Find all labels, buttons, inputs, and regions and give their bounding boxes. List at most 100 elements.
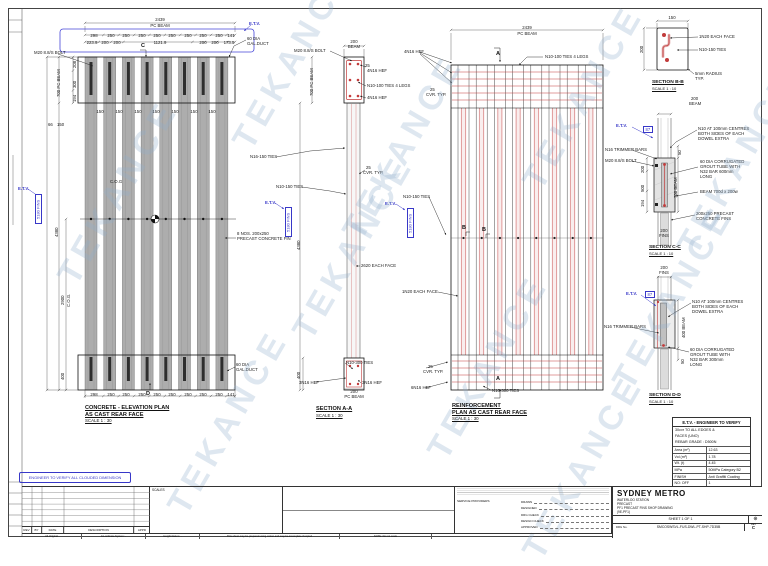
annotation-label: 4N16 HEF <box>367 68 388 73</box>
annotation-label: BEAM <box>347 44 361 49</box>
annotation-label: M20 8.8/S BOLT <box>605 158 637 163</box>
annotation-label: 223.9 <box>86 40 98 45</box>
annotation-label: BEAM 700d x 200w <box>700 189 738 194</box>
view-title: REINFORCEMENT <box>452 403 501 409</box>
annotation-label: M20 8.8/S BOLT <box>294 48 326 53</box>
etv-note-cover-1: 30cvr TO ALL EDGES & <box>675 428 715 432</box>
annotation-label: E.T.V. <box>626 291 638 296</box>
etv-key: NO: OFF <box>673 480 707 487</box>
annotation-label: TEKANCE <box>420 268 557 466</box>
section-b-title: SECTION B-B SCALE 1 : 10 <box>652 80 684 91</box>
annotation-label: 250 <box>215 33 223 38</box>
annotation-label: 4N16 HEF <box>367 95 388 100</box>
annotation-label: 50 <box>680 359 685 364</box>
cog-line <box>80 214 236 224</box>
view-title: SECTION D-D <box>649 393 681 398</box>
project-line-4: (9E-PF1) <box>617 510 630 515</box>
annotation-label: N10-100 TIES 4 LEGS <box>545 54 589 59</box>
revision-cell: REV C <box>744 522 762 531</box>
annotation-label: 5180 FINS <box>35 194 42 224</box>
annotation-label: 250 <box>184 33 192 38</box>
annotation-label: 200 <box>199 40 207 45</box>
annotation-label: 25 <box>365 63 370 68</box>
signature-line <box>539 525 609 529</box>
annotation-label: 200x250 PRECAST <box>696 211 734 216</box>
annotation-label: 250 <box>153 392 161 397</box>
revision-table: REV BY DATE DESCRIPTION APPD <box>22 487 150 533</box>
annotation-label: GROUT TUBE WITH <box>700 164 741 169</box>
project-line-1: WATERLOO STATION <box>617 497 650 502</box>
bottom-strip: A3 Original Co-ordinate System: - Height… <box>22 533 612 539</box>
reinforcement-title: REINFORCEMENT PLAN AS CAST REAR FACE SCA… <box>452 403 527 423</box>
annotation-label: 250 <box>122 33 130 38</box>
annotation-label: 250 <box>199 33 207 38</box>
annotation-label: 3N16 HEF <box>299 380 320 385</box>
annotation-label: 141 <box>227 392 235 397</box>
view-scale: SCALE 1 : 10 <box>649 250 674 256</box>
rev-label: REV <box>751 522 756 526</box>
annotation-label: 2439 <box>522 25 532 30</box>
section-a-title: SECTION A-A SCALE 1 : 30 <box>316 406 352 419</box>
clouded-dimension-box <box>59 28 255 53</box>
etv-key: Wt. (t) <box>673 460 707 467</box>
annotation-label: PC BEAM <box>344 394 364 399</box>
signature-line <box>541 513 609 517</box>
annotation-label: 87 <box>643 126 653 134</box>
annotation-label: 700 PC BEAM <box>56 69 61 97</box>
annotation-label: 194 <box>640 199 645 207</box>
view-title: SECTION C-C <box>649 245 681 250</box>
signature-label: DESIGNED <box>521 506 537 511</box>
signature-rows: DRAWN DESIGNED DRG CHECK DESIGN CHECK AP… <box>521 498 609 531</box>
annotation-label: 4N16 HEF <box>404 49 425 54</box>
etv-row: Area (m²) 12.63 <box>673 446 750 454</box>
annotation-label: 250 <box>138 33 146 38</box>
sheet-border <box>8 8 762 537</box>
title-block: REV BY DATE DESCRIPTION APPD SCALES SERV… <box>22 486 762 539</box>
elevation-view <box>27 21 255 398</box>
appd-col: APPD <box>137 528 147 532</box>
scales-box: SCALES <box>150 487 283 533</box>
view-scale: SCALE 1 : 10 <box>649 398 674 404</box>
annotation-label: N16 TRIMMER BARS <box>604 324 646 329</box>
annotation-label: DOWEL EXTRA <box>692 309 724 314</box>
strip-cell: NOTE: Do not scale <box>340 534 432 539</box>
annotation-label: N10-150 TIES <box>403 194 431 199</box>
annotation-label: C.O.G. <box>66 293 71 307</box>
project-block: SYDNEY METRO WATERLOO STATION PRECAST PF… <box>612 487 762 538</box>
drg-no-label: DRG No. <box>616 525 628 530</box>
annotation-label: FINS <box>659 270 669 275</box>
annotation-label: 208 <box>72 60 77 68</box>
view-scale: SCALE 1 : 30 <box>85 418 112 424</box>
etv-note-cover-2: FACES (UNO) <box>675 433 699 438</box>
annotation-label: 60 DIA CORRUGATED <box>700 159 745 164</box>
annotation-label: 141 <box>227 33 235 38</box>
view-title: SECTION A-A <box>316 406 353 412</box>
annotation-label: 4380 <box>296 240 301 250</box>
etv-note-rebar: REBAR GRADE : D500N <box>675 439 717 444</box>
annotation-label: 300 <box>72 80 77 88</box>
annotation-label: LONG <box>690 362 703 367</box>
annotation-label: 3N16 HEF <box>362 380 383 385</box>
etv-value: 1.78 <box>708 454 716 459</box>
etv-key: FINISH <box>673 473 707 480</box>
view-scale: SCALE 1 : 30 <box>316 412 343 418</box>
annotation-label: 400 <box>296 371 301 379</box>
annotation-label: D <box>146 391 150 397</box>
annotation-label: 200 <box>211 40 219 45</box>
annotation-label: TEKANCE <box>50 93 187 291</box>
etv-row: MPa 50MPa Category B2 <box>673 466 750 473</box>
annotation-label: 250 <box>107 33 115 38</box>
annotation-label: 25 <box>366 165 371 170</box>
annotation-label: GAL.DUCT <box>247 41 269 46</box>
notes-box <box>283 487 455 533</box>
view-title: SECTION B-B <box>652 80 684 85</box>
strip-cell: Height Datum: - <box>146 534 200 539</box>
service-providers-box: SERVICE PROVIDERS DRAWN DESIGNED DRG CHE… <box>455 487 612 533</box>
annotation-label: N10 AT 100mm CENTRES <box>692 299 744 304</box>
project-line-2: PRECAST <box>617 501 633 506</box>
section-b-view <box>642 19 699 75</box>
annotation-label: B <box>462 225 466 231</box>
annotation-label: 200 <box>660 265 668 270</box>
signature-row: APPROVED <box>521 525 609 529</box>
annotation-label: 150 <box>668 15 676 20</box>
